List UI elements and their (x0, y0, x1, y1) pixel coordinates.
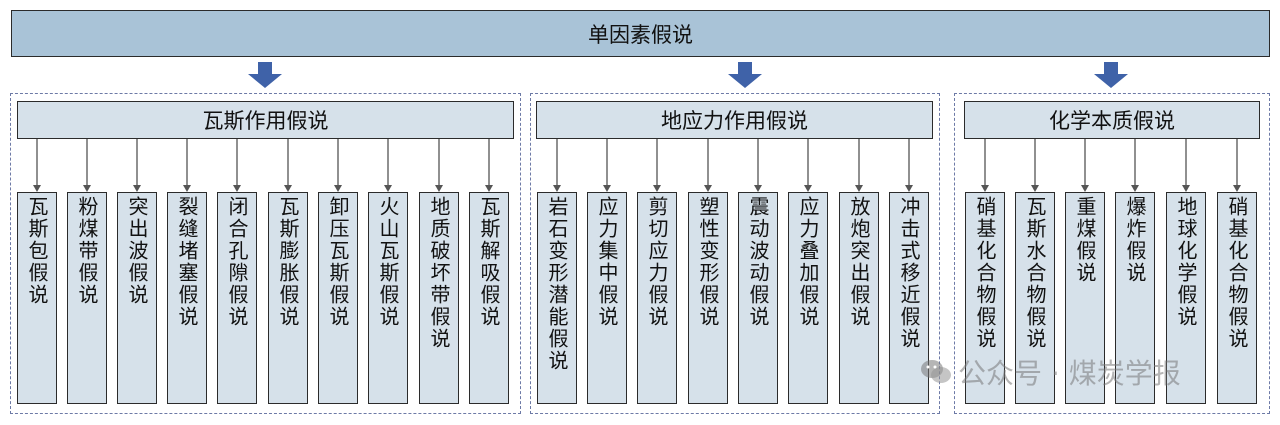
watermark: 公众号 · 煤炭学报 (920, 352, 1181, 392)
big-arrows (248, 62, 1128, 88)
leaf-box: 应力集中假说 (587, 192, 627, 404)
root-node: 单因素假说 (11, 10, 1270, 57)
wechat-icon (921, 360, 951, 383)
thin-arrows (33, 139, 1241, 192)
leaf-box: 突出波假说 (117, 192, 157, 404)
connector-arrowhead (183, 185, 191, 192)
leaf-label: 瓦斯水合物假说 (1023, 196, 1047, 350)
leaf-label: 硝基化合物假说 (973, 196, 997, 350)
leaf-label: 瓦斯包假说 (25, 196, 49, 306)
connector-arrowhead (653, 185, 661, 192)
big-arrow-2 (728, 62, 762, 88)
root-label: 单因素假说 (588, 22, 693, 47)
leaf-label: 裂缝堵塞假说 (175, 196, 199, 328)
connector-arrowhead (384, 185, 392, 192)
connector-arrowhead (905, 185, 913, 192)
leaf-label: 爆炸假说 (1123, 196, 1147, 284)
leaf-label: 粉煤带假说 (75, 196, 99, 306)
big-arrow-3 (1094, 62, 1128, 88)
leaf-label: 应力叠加假说 (796, 196, 820, 328)
leaf-label: 瓦斯膨胀假说 (276, 196, 300, 328)
leaf-label: 岩石变形潜能假说 (545, 196, 569, 372)
group-frame-chemical (954, 93, 1270, 414)
connector-arrowhead (804, 185, 812, 192)
group-frame-gas (10, 93, 521, 414)
leaf-box: 瓦斯膨胀假说 (268, 192, 308, 404)
big-arrow-1 (248, 62, 282, 88)
leaf-box: 瓦斯包假说 (17, 192, 57, 404)
connector-arrowhead (284, 185, 292, 192)
connector-arrowhead (1131, 185, 1139, 192)
leaf-label: 地质破坏带假说 (427, 196, 451, 350)
leaf-label: 应力集中假说 (595, 196, 619, 328)
leaf-box: 地球化学假说 (1166, 192, 1206, 404)
connector-arrowhead (334, 185, 342, 192)
group-label-gas: 瓦斯作用假说 (202, 109, 329, 133)
leaf-label: 卸压瓦斯假说 (326, 196, 350, 328)
connector-arrowhead (754, 185, 762, 192)
leaf-box: 震动波动假说 (738, 192, 778, 404)
connector-arrowhead (1081, 185, 1089, 192)
connector-arrowhead (553, 185, 561, 192)
connector-arrowhead (704, 185, 712, 192)
leaf-box: 卸压瓦斯假说 (318, 192, 358, 404)
leaf-box: 粉煤带假说 (67, 192, 107, 404)
leaf-label: 放炮突出假说 (847, 196, 871, 328)
leaf-label: 闭合孔隙假说 (225, 196, 249, 328)
leaf-label: 硝基化合物假说 (1225, 196, 1249, 350)
group-frame-stress (530, 93, 940, 414)
group-header-chemical: 化学本质假说 (964, 101, 1260, 139)
leaf-box: 瓦斯解吸假说 (469, 192, 509, 404)
leaf-box: 瓦斯水合物假说 (1015, 192, 1055, 404)
leaf-label: 地球化学假说 (1174, 196, 1198, 328)
leaf-box: 裂缝堵塞假说 (167, 192, 207, 404)
leaf-box: 硝基化合物假说 (1217, 192, 1257, 404)
leaf-box: 塑性变形假说 (688, 192, 728, 404)
leaf-box: 爆炸假说 (1115, 192, 1155, 404)
leaf-label: 突出波假说 (125, 196, 149, 306)
connector-arrowhead (1233, 185, 1241, 192)
group-label-chemical: 化学本质假说 (1049, 109, 1175, 133)
leaf-box: 岩石变形潜能假说 (537, 192, 577, 404)
connector-arrowhead (981, 185, 989, 192)
leaf-box: 剪切应力假说 (637, 192, 677, 404)
leaf-box: 重煤假说 (1065, 192, 1105, 404)
leaf-label: 瓦斯解吸假说 (477, 196, 501, 328)
leaf-label: 剪切应力假说 (645, 196, 669, 328)
connector-arrowhead (33, 185, 41, 192)
group-header-stress: 地应力作用假说 (536, 101, 933, 139)
leaf-box: 应力叠加假说 (788, 192, 828, 404)
connector-arrowhead (485, 185, 493, 192)
leaf-box: 硝基化合物假说 (965, 192, 1005, 404)
connector-arrowhead (133, 185, 141, 192)
leaf-box: 火山瓦斯假说 (368, 192, 408, 404)
connector-arrowhead (435, 185, 443, 192)
leaf-label: 冲击式移近假说 (897, 196, 921, 350)
leaf-label: 重煤假说 (1073, 196, 1097, 284)
leaf-label: 震动波动假说 (746, 196, 770, 328)
leaf-label: 火山瓦斯假说 (376, 196, 400, 328)
connector-arrowhead (603, 185, 611, 192)
leaf-label: 塑性变形假说 (696, 196, 720, 328)
leaf-box: 放炮突出假说 (839, 192, 879, 404)
watermark-text: 公众号 · 煤炭学报 (958, 357, 1181, 390)
leaf-box: 闭合孔隙假说 (217, 192, 257, 404)
connector-arrowhead (1031, 185, 1039, 192)
connector-arrowhead (855, 185, 863, 192)
leaf-box: 地质破坏带假说 (419, 192, 459, 404)
connector-arrowhead (1182, 185, 1190, 192)
group-header-gas: 瓦斯作用假说 (17, 101, 514, 139)
connector-arrowhead (83, 185, 91, 192)
connector-arrowhead (233, 185, 241, 192)
group-label-stress: 地应力作用假说 (661, 109, 808, 133)
